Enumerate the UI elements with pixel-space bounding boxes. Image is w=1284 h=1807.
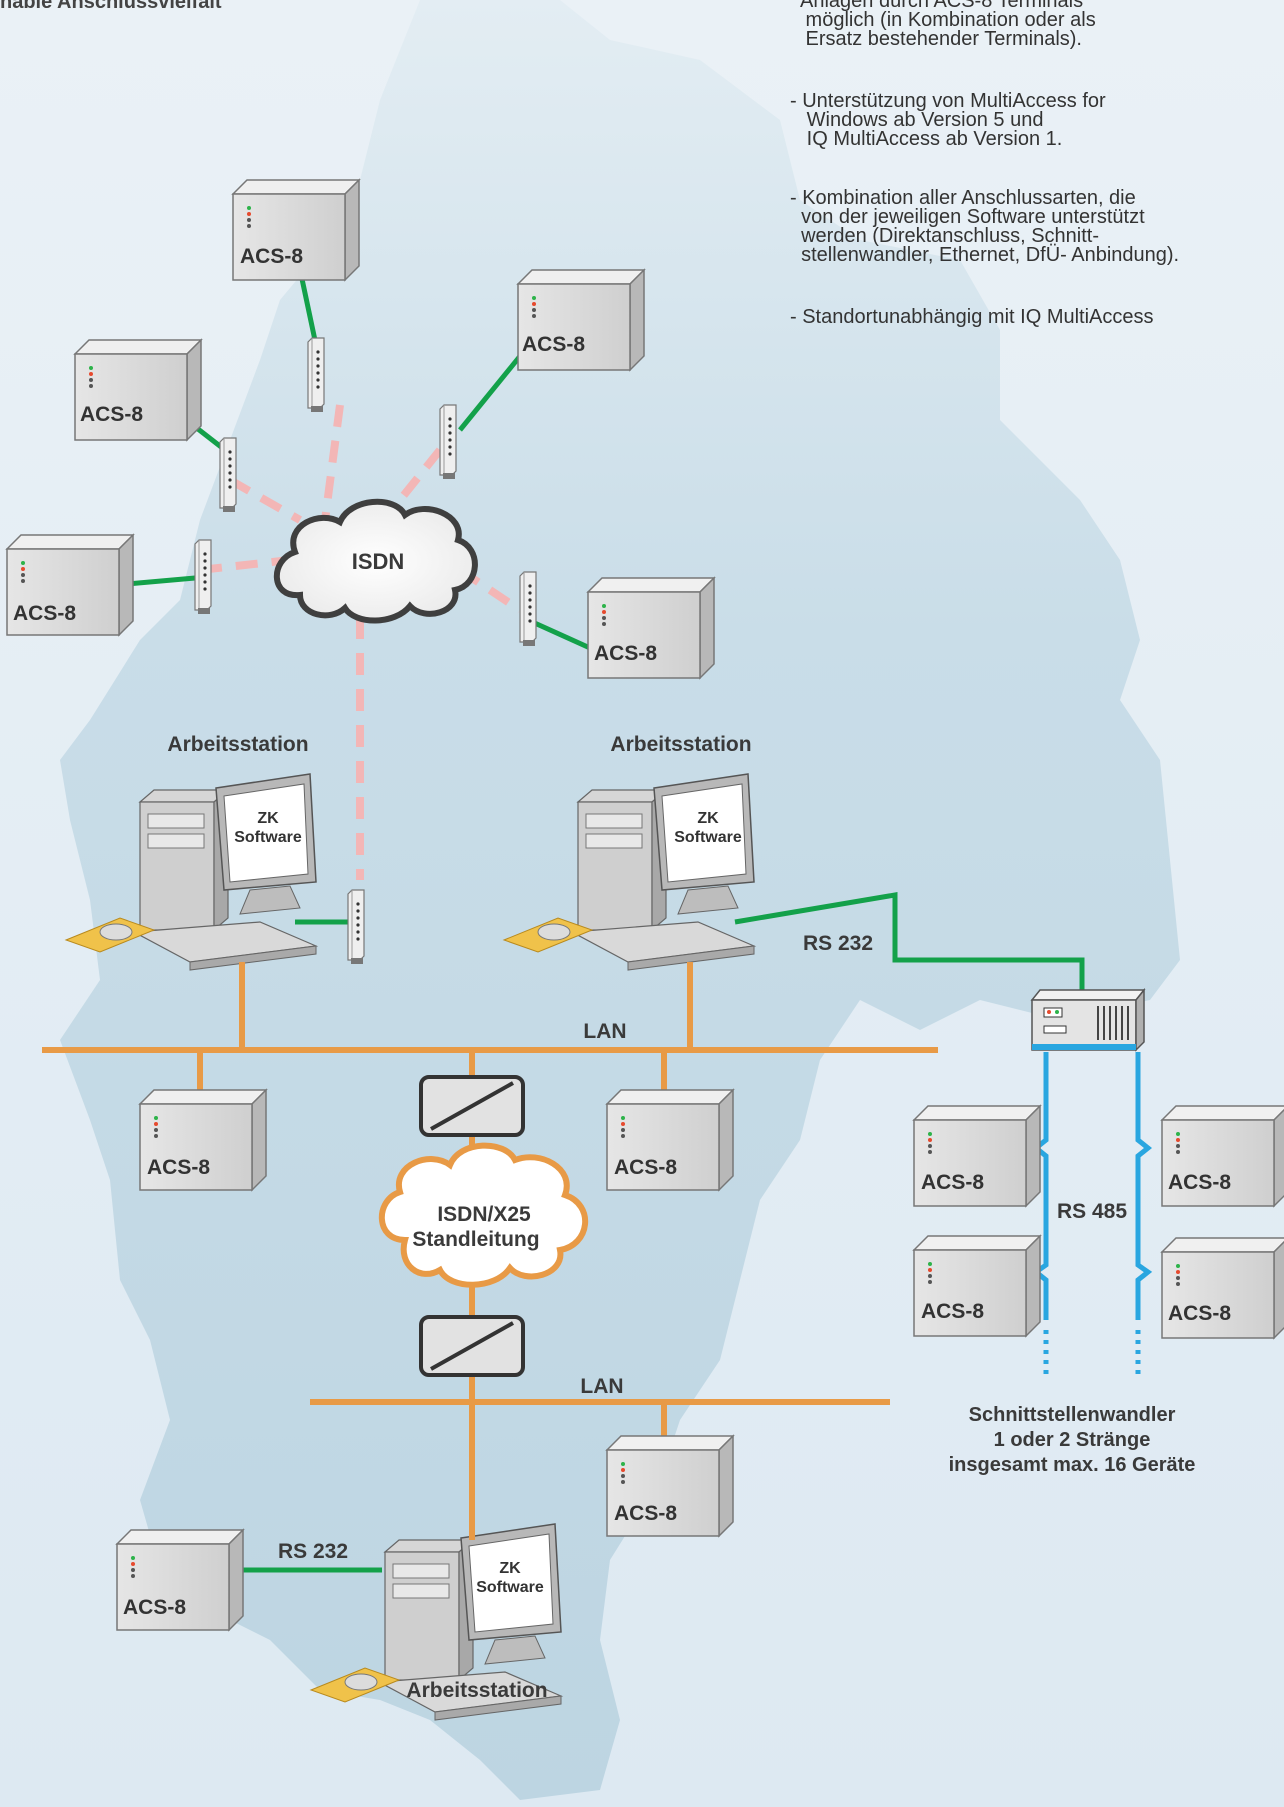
workstation-bottom: ZK Software [310,1523,562,1721]
isdn-adapter [194,539,212,615]
acs8-label: ACS-8 [1168,1171,1231,1194]
rs485-lines [1031,1052,1153,1380]
isdn-adapter [219,437,237,513]
green-links [114,259,1085,1573]
converter-caption-line: Schnittstellenwandler [969,1404,1176,1426]
acs8-terminal: ACS-8 [587,577,715,679]
acs8-label: ACS-8 [522,333,585,356]
isdn-x25-cloud: ISDN/X25 Standleitung [378,1142,589,1288]
router [419,1075,525,1137]
screen-text: ZK [257,810,279,827]
workstation-right: ZK Software [503,773,755,971]
acs8-label: ACS-8 [123,1596,186,1619]
interface-converter [1030,987,1146,1052]
workstation-label: Arbeitsstation [167,733,308,756]
lan-lower [310,1399,890,1440]
acs8-terminal: ACS-8 [913,1235,1041,1337]
isdn-x25-label: ISDN/X25 [437,1203,531,1226]
acs8-label: ACS-8 [13,602,76,625]
isdn-label: ISDN [352,549,405,574]
acs8-terminal: ACS-8 [606,1089,734,1191]
acs8-terminal: ACS-8 [1161,1237,1284,1339]
acs8-terminal: ACS-8 [913,1105,1041,1207]
isdn-adapter [439,404,457,480]
feature-note: - Standortunabhängig mit IQ MultiAccess [790,306,1154,328]
isdn-cloud: ISDN [273,498,478,624]
screen-text: ZK [697,810,719,827]
acs8-terminal: ACS-8 [606,1435,734,1537]
rs232-label: RS 232 [803,932,873,955]
workstation-label: Arbeitsstation [406,1679,547,1702]
acs8-label: ACS-8 [1168,1302,1231,1325]
acs8-terminal: ACS-8 [6,534,134,636]
acs8-label: ACS-8 [80,403,143,426]
screen-text: Software [674,829,742,846]
rs485-label: RS 485 [1057,1200,1127,1223]
lan-label: LAN [583,1020,626,1043]
acs8-terminal: ACS-8 [116,1529,244,1631]
acs8-label: ACS-8 [147,1156,210,1179]
isdn-adapter [307,337,325,413]
acs8-label: ACS-8 [921,1300,984,1323]
converter-caption: Schnittstellenwandler 1 oder 2 Stränge i… [949,1404,1196,1476]
screen-text: ZK [499,1560,521,1577]
isdn-adapter [347,889,365,965]
feature-note: - Kombination aller Anschlussarten, die … [790,187,1180,266]
screen-text: Software [234,829,302,846]
acs8-label: ACS-8 [614,1156,677,1179]
acs8-label: ACS-8 [240,245,303,268]
feature-note: Anlagen durch ACS-8 Terminals möglich (i… [800,0,1096,50]
rs232-label: RS 232 [278,1540,348,1563]
acs8-terminal: ACS-8 [1161,1105,1284,1207]
feature-note: - Unterstützung von MultiAccess for Wind… [790,90,1106,150]
converter-caption-line: 1 oder 2 Stränge [994,1429,1151,1451]
lan-label: LAN [580,1375,623,1398]
acs8-terminal: ACS-8 [139,1089,267,1191]
acs8-label: ACS-8 [594,642,657,665]
isdn-x25-label: Standleitung [412,1228,539,1251]
workstation-label: Arbeitsstation [610,733,751,756]
acs8-terminal: ACS-8 [517,269,645,371]
converter-caption-line: insgesamt max. 16 Geräte [949,1454,1196,1476]
acs8-label: ACS-8 [921,1171,984,1194]
screen-text: Software [476,1579,544,1596]
workstation-left: ZK Software [65,773,317,971]
router [419,1315,525,1377]
acs8-terminal: ACS-8 [232,179,360,281]
acs8-label: ACS-8 [614,1502,677,1525]
page-title: nable Anschlussvielfalt [0,0,222,13]
acs8-terminal: ACS-8 [74,339,202,441]
isdn-adapter [519,571,537,647]
